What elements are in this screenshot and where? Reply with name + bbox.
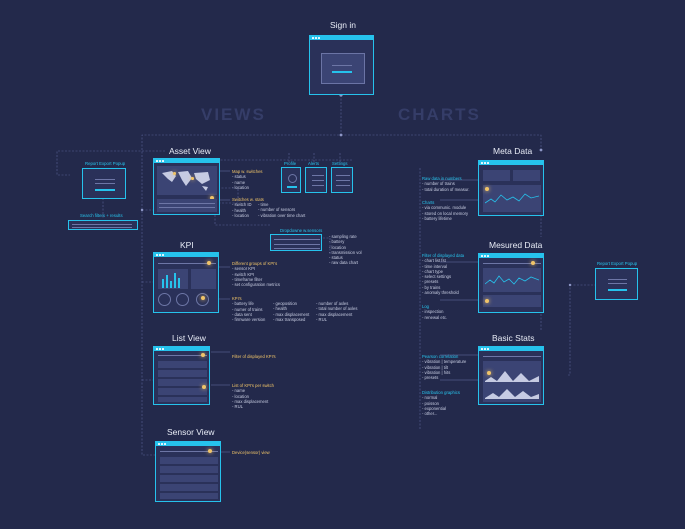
distribution-note: Distribution graphics - normal - poisson…: [422, 390, 460, 417]
kpi-list-note: KPI's - battery life - numer of trains -…: [232, 296, 266, 323]
basic-stats-window[interactable]: [478, 346, 544, 405]
device-view-note: Device(sensor) view: [232, 450, 270, 455]
measured-data-title: Mesured Data: [489, 240, 543, 250]
filter-data-note: Filter of displayed data - chart list fs…: [422, 253, 465, 296]
filter-kpis-note: Filter of displayed KPI's: [232, 354, 276, 359]
sensor-view-title: Sensor View: [167, 427, 215, 437]
world-map-icon: [162, 171, 210, 191]
alerts-window[interactable]: [305, 167, 327, 193]
report-export-popup-right-label: Report Export Popup: [597, 261, 638, 266]
kpi-groups-note: Different groups of KPI's - sensor KPI -…: [232, 261, 280, 288]
list-view-window[interactable]: [153, 346, 210, 405]
kpi-gauge: [196, 293, 209, 306]
pearson-note: Pearson correlation - vibration | temper…: [422, 354, 467, 381]
dropdown-sensors-label: Dropdowne w.sensors: [280, 228, 323, 233]
sensor-view-window[interactable]: [155, 441, 221, 502]
search-filters-window[interactable]: [68, 220, 138, 230]
sign-in-title: Sign in: [330, 20, 356, 30]
switches-stats-note: Switches w. stats - switch ID - health -…: [232, 197, 264, 218]
list-kpis-note: List of KPI's per switch - name - locati…: [232, 383, 274, 410]
asset-view-window[interactable]: [153, 158, 220, 215]
kpi-title: KPI: [180, 240, 194, 250]
list-view-title: List View: [172, 333, 206, 343]
kpi-list-note-col3: - number of axles - total number of axle…: [316, 301, 358, 322]
report-export-popup-window[interactable]: [82, 168, 126, 199]
views-section-label: VIEWS: [201, 105, 266, 124]
charts-note: Charts - via communic. module - stored o…: [422, 200, 469, 221]
meta-data-window[interactable]: [478, 160, 544, 216]
measured-data-window[interactable]: [478, 253, 544, 313]
charts-section-label: CHARTS: [398, 105, 481, 124]
measured-line-chart: [485, 275, 539, 285]
log-note: Log - inspection - renewal etc.: [422, 304, 448, 320]
kpi-list-note-col2: - geoposition - health - max displacemen…: [273, 301, 310, 322]
search-filters-label: Search filters + results: [80, 213, 123, 218]
dropdown-sensors-window[interactable]: [270, 234, 322, 251]
basic-stats-title: Basic Stats: [492, 333, 535, 343]
kpi-gauge: [158, 293, 171, 306]
dropdown-details-note: - sampling rate - battery - location - t…: [329, 234, 362, 266]
switches-stats-note-col2: - time - number of sensors - vibration o…: [258, 202, 306, 218]
raw-data-note: Raw data in numbers - number of trains -…: [422, 176, 470, 192]
kpi-window[interactable]: [153, 252, 219, 313]
meta-data-title: Meta Data: [493, 146, 533, 156]
asset-view-title: Asset View: [169, 146, 211, 156]
settings-label: Settings: [332, 161, 348, 166]
report-export-popup-label: Report Export Popup: [85, 161, 126, 166]
profile-window[interactable]: [281, 167, 301, 193]
sign-in-window[interactable]: [309, 35, 374, 95]
kpi-gauge: [176, 293, 189, 306]
settings-window[interactable]: [331, 167, 353, 193]
report-export-popup-right-window[interactable]: [595, 268, 638, 300]
alerts-label: Alerts: [308, 161, 319, 166]
profile-label: Profile: [284, 161, 297, 166]
avatar-icon: [288, 174, 297, 183]
distribution-chart: [485, 371, 539, 399]
map-switches-note: Map w. switches - status - name - locati…: [232, 169, 263, 190]
meta-line-chart: [485, 193, 539, 204]
